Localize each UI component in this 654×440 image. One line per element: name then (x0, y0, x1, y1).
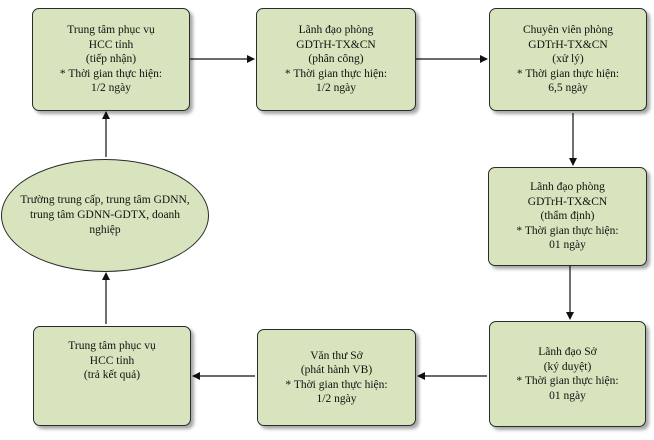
node-assign-line-5: 1/2 ngày (316, 82, 356, 95)
node-assign-line-4: * Thời gian thực hiện: (284, 67, 388, 80)
node-review-line-2: GDTrH-TX&CN (527, 195, 608, 208)
node-reception: Trung tâm phục vụ HCC tỉnh (tiếp nhận) *… (32, 8, 190, 111)
node-process-line-4: * Thời gian thực hiện: (516, 67, 620, 80)
node-reception-line-1: Trung tâm phục vụ (67, 24, 155, 37)
node-assign-line-1: Lãnh đạo phòng (298, 24, 374, 37)
node-approve-line-3: * Thời gian thực hiện: (516, 375, 619, 387)
node-review: Lãnh đạo phòng GDTrH-TX&CN (thẩm định) *… (488, 167, 647, 266)
node-approve: Lãnh đạo Sở (ký duyệt) * Thời gian thực … (489, 321, 646, 427)
node-return-line-2: HCC tỉnh (89, 354, 135, 367)
node-issue-line-4: 1/2 ngày (316, 393, 357, 405)
node-applicant: Trường trung cấp, trung tâm GDNN, trung … (1, 159, 209, 272)
node-process: Chuyên viên phòng GDTrH-TX&CN (xử lý) * … (489, 8, 647, 111)
node-approve-line-4: 01 ngày (549, 389, 586, 402)
node-return-line-3: (trả kết quả) (83, 369, 141, 381)
node-return: Trung tâm phục vụ HCC tỉnh (trả kết quả) (33, 326, 191, 426)
node-review-line-1: Lãnh đạo phòng (530, 181, 605, 194)
node-reception-line-3: (tiếp nhận) (85, 53, 137, 66)
node-issue-line-1: Văn thư Sở (310, 349, 363, 362)
node-reception-line-4: * Thời gian thực hiện: (59, 67, 163, 80)
node-review-line-4: * Thời gian thực hiện: (516, 224, 619, 237)
node-reception-line-5: 1/2 ngày (91, 82, 131, 95)
node-approve-line-1: Lãnh đạo Sở (538, 346, 597, 358)
node-review-line-5: 01 ngày (549, 239, 586, 252)
node-review-line-3: (thẩm định) (540, 210, 595, 223)
node-issue-line-3: * Thời gian thực hiện: (285, 378, 388, 391)
node-assign-line-3: (phân công) (308, 53, 364, 66)
node-applicant-text: Trường trung cấp, trung tâm GDNN, trung … (20, 194, 190, 236)
node-issue-line-2: (phát hành VB) (300, 364, 373, 376)
node-assign: Lãnh đạo phòng GDTrH-TX&CN (phân công) *… (256, 8, 416, 111)
node-process-line-3: (xử lý) (552, 53, 584, 66)
node-process-line-2: GDTrH-TX&CN (528, 38, 608, 51)
node-reception-line-2: HCC tỉnh (88, 38, 134, 51)
node-approve-line-2: (ký duyệt) (543, 360, 592, 373)
node-process-line-1: Chuyên viên phòng (522, 24, 614, 37)
node-process-line-5: 6,5 ngày (548, 82, 588, 95)
node-return-line-1: Trung tâm phục vụ (68, 340, 156, 352)
node-issue: Văn thư Sở (phát hành VB) * Thời gian th… (257, 329, 416, 426)
node-assign-line-2: GDTrH-TX&CN (296, 38, 376, 51)
